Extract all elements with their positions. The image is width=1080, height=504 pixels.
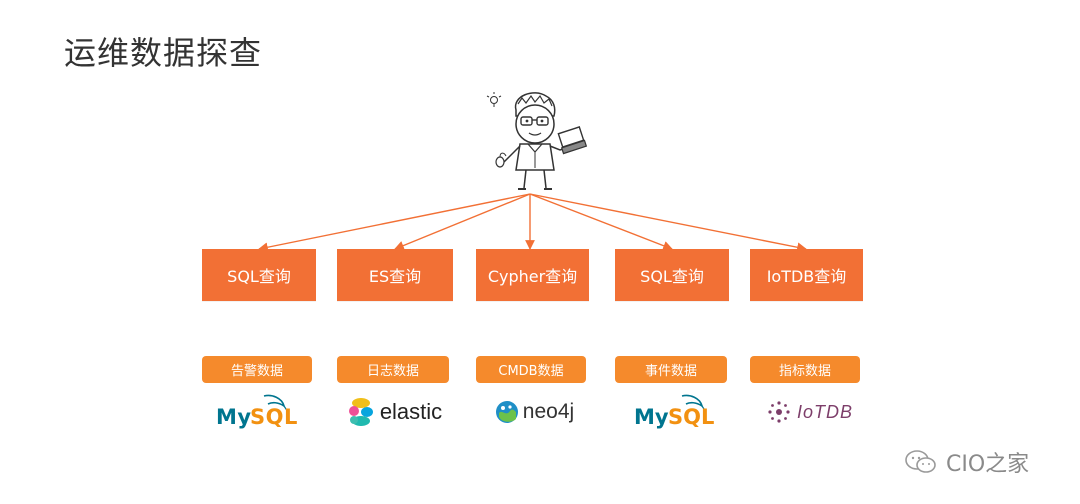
- neo4j-logo-text: neo4j: [522, 400, 575, 423]
- page-title: 运维数据探查: [64, 34, 263, 72]
- mysql-logo-sql: SQL: [250, 405, 298, 429]
- connector-line-1: [258, 193, 531, 253]
- query-label: SQL查询: [640, 267, 704, 286]
- iotdb-logo-text: IoTDB: [796, 401, 853, 422]
- connector-line-5: [529, 193, 807, 253]
- connector-line-4: [529, 193, 673, 251]
- query-box-cypher: Cypher查询: [476, 249, 589, 301]
- mysql-logo-my: My: [216, 405, 252, 429]
- data-label: 日志数据: [366, 364, 419, 379]
- data-label: 事件数据: [644, 364, 697, 379]
- lightbulb-icon: [486, 92, 502, 107]
- person-illustration: [486, 92, 588, 190]
- data-box-alarm: 告警数据: [202, 356, 312, 383]
- query-box-iotdb: IoTDB查询: [750, 249, 863, 301]
- data-box-log: 日志数据: [337, 356, 449, 383]
- query-box-sql-2: SQL查询: [615, 249, 729, 301]
- data-label: 告警数据: [230, 364, 283, 379]
- connector-line-2: [394, 193, 531, 251]
- neo4j-logo-icon: [495, 401, 518, 423]
- watermark: CIO之家: [904, 446, 1029, 478]
- mysql-logo: My SQL: [212, 392, 302, 432]
- wechat-icon: [905, 450, 936, 473]
- data-label: CMDB数据: [498, 364, 564, 379]
- data-box-metric: 指标数据: [750, 356, 860, 383]
- data-label: 指标数据: [778, 364, 831, 379]
- data-box-event: 事件数据: [615, 356, 727, 383]
- neo4j-logo: neo4j: [484, 392, 584, 432]
- mysql-logo-sql: SQL: [668, 405, 714, 429]
- mysql-logo: My SQL: [630, 392, 720, 432]
- data-box-cmdb: CMDB数据: [476, 356, 586, 383]
- query-label: IoTDB查询: [766, 267, 847, 286]
- elastic-logo: elastic: [340, 392, 450, 432]
- query-box-es: ES查询: [337, 249, 453, 301]
- query-label: Cypher查询: [487, 267, 578, 286]
- iotdb-logo: IoTDB: [760, 392, 860, 432]
- laptop-icon: [557, 126, 588, 155]
- elastic-logo-text: elastic: [379, 399, 443, 424]
- elastic-logo-icon: [348, 398, 373, 426]
- query-label: ES查询: [368, 267, 422, 286]
- iotdb-logo-icon: [768, 401, 790, 423]
- query-label: SQL查询: [227, 267, 291, 286]
- query-box-sql-1: SQL查询: [202, 249, 316, 301]
- mysql-logo-my: My: [634, 405, 669, 429]
- watermark-text: CIO之家: [946, 452, 1030, 477]
